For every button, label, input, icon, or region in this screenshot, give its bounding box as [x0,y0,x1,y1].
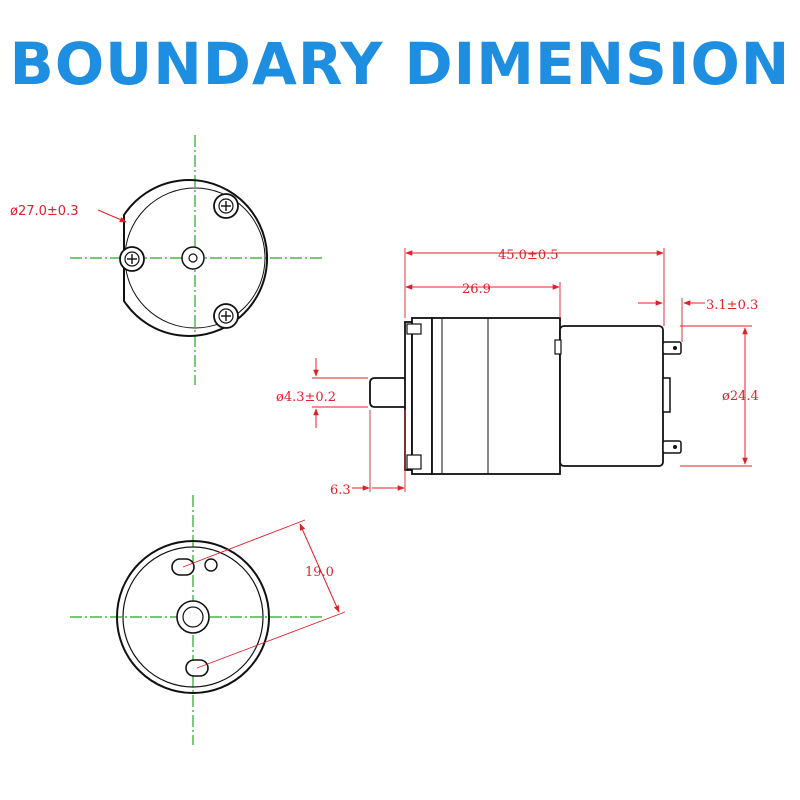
side-view-extension-lines [312,248,752,492]
mounting-plate [404,321,413,471]
rear-view-outline [116,540,270,694]
terminal-icon-top [662,341,682,355]
page-title: BOUNDARY DIMENSION [9,30,791,98]
terminal-offset-label: 3.1±0.3 [706,298,758,313]
rear-view: 19.0 [70,495,346,745]
front-shaft-inner [188,253,198,263]
shaft-outline [369,377,405,408]
gearbox-length-label: 26.9 [462,282,491,297]
motor-end-boss [662,377,671,413]
hole-spacing-extension-lines [182,519,346,669]
rear-view-inner-ring [122,546,264,688]
motor-notch [554,339,562,355]
screw-icon-top [213,193,239,219]
rear-boss-outer [176,600,210,634]
front-diameter-leader [97,209,127,223]
terminal-icon-bottom [662,440,682,454]
flange-tab-top [406,323,422,335]
front-view-outline [123,179,268,337]
total-length-label: 45.0±0.5 [498,248,559,263]
screw-icon-left [119,246,145,272]
hole-spacing-label: 19.0 [305,565,334,580]
front-view: ø27.0±0.3 [10,135,322,385]
shaft-length-label: 6.3 [330,483,351,498]
shaft-diameter-label: ø4.3±0.2 [276,390,336,405]
gear-flange [411,317,433,475]
flange-tab-bottom [406,454,422,470]
hole-spacing-dimension-line [299,523,340,613]
gearbox-body [431,317,561,475]
screw-icon-bottom [213,303,239,329]
front-diameter-label: ø27.0±0.3 [10,204,78,219]
body-diameter-label: ø24.4 [722,389,759,404]
rear-boss-inner [182,606,204,628]
side-view: 45.0±0.5 26.9 3.1±0.3 ø24.4 ø4.3±0.2 6.3 [276,248,759,498]
motor-body [559,325,664,467]
mounting-hole-top [204,558,218,572]
